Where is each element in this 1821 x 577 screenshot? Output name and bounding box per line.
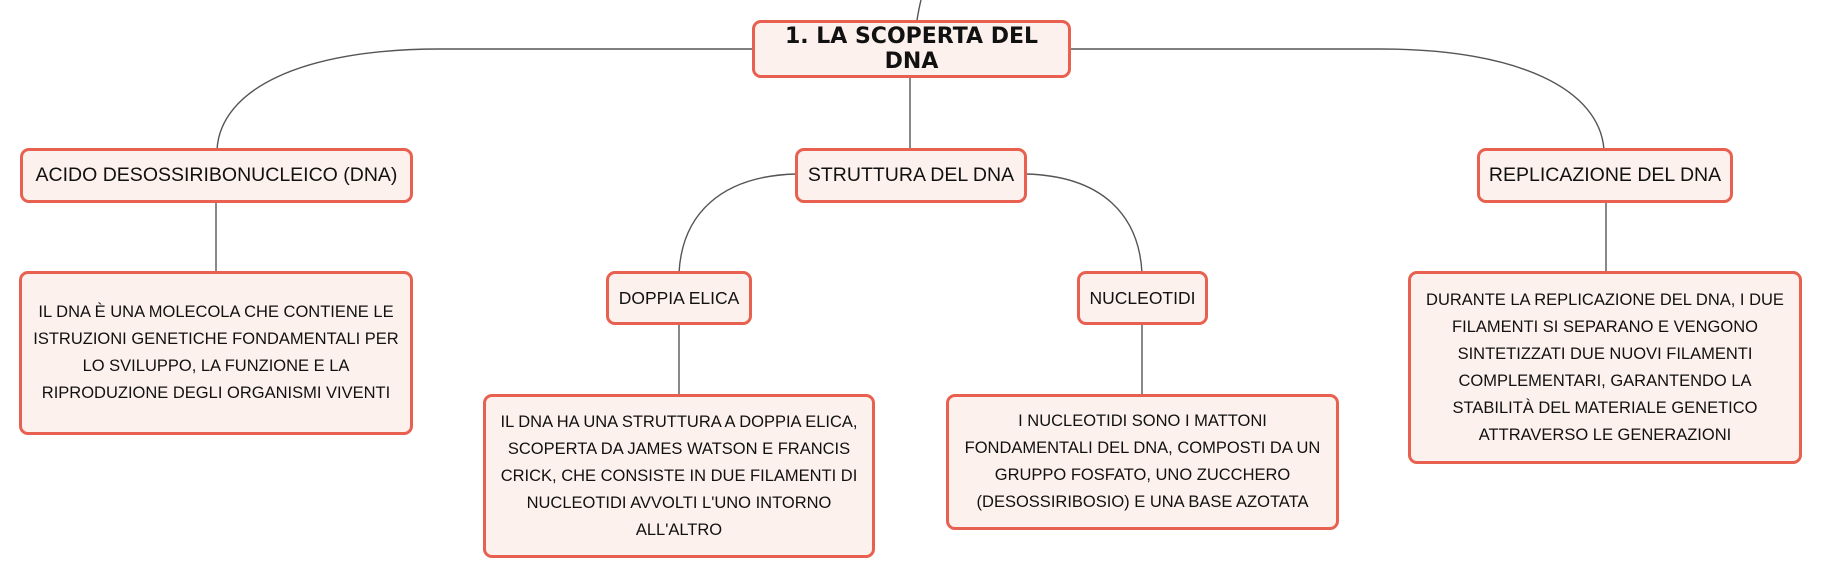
subtopic-node-doppia-elica[interactable]: DOPPIA ELICA [606,271,752,325]
branch-node-replicazione[interactable]: REPLICAZIONE DEL DNA [1477,148,1733,203]
detail-text-nucleotidi: I NUCLEOTIDI SONO I MATTONI FONDAMENTALI… [964,412,1321,511]
branch-label-replicazione: REPLICAZIONE DEL DNA [1488,164,1722,186]
detail-text-doppia-elica: IL DNA HA UNA STRUTTURA A DOPPIA ELICA, … [500,412,858,539]
root-title: 1. LA SCOPERTA DEL DNA [784,24,1039,74]
connector-root-to-acido [216,48,752,151]
subtopic-label-nucleotidi: NUCLEOTIDI [1089,287,1196,308]
branch-node-acido[interactable]: ACIDO DESOSSIRIBONUCLEICO (DNA) [20,148,413,203]
detail-node-doppia-elica[interactable]: IL DNA HA UNA STRUTTURA A DOPPIA ELICA, … [483,394,875,558]
detail-text-replicazione: DURANTE LA REPLICAZIONE DEL DNA, I DUE F… [1426,290,1784,444]
branch-label-acido: ACIDO DESOSSIRIBONUCLEICO (DNA) [35,164,398,186]
root-node[interactable]: 1. LA SCOPERTA DEL DNA [752,20,1071,78]
detail-node-acido[interactable]: IL DNA È UNA MOLECOLA CHE CONTIENE LE IS… [19,271,413,435]
detail-node-replicazione[interactable]: DURANTE LA REPLICAZIONE DEL DNA, I DUE F… [1408,271,1802,464]
subtopic-label-doppia-elica: DOPPIA ELICA [618,287,740,308]
connector-root-to-replicazione [1071,48,1605,151]
connector-struttura-to-nucleotidi [1025,173,1143,274]
subtopic-node-nucleotidi[interactable]: NUCLEOTIDI [1077,271,1208,325]
branch-label-struttura: STRUTTURA DEL DNA [807,164,1015,186]
detail-node-nucleotidi[interactable]: I NUCLEOTIDI SONO I MATTONI FONDAMENTALI… [946,394,1339,530]
connector-struttura-to-doppia [678,173,797,274]
detail-text-acido: IL DNA È UNA MOLECOLA CHE CONTIENE LE IS… [33,303,399,402]
branch-node-struttura[interactable]: STRUTTURA DEL DNA [795,148,1027,203]
connector-incoming [916,0,922,21]
